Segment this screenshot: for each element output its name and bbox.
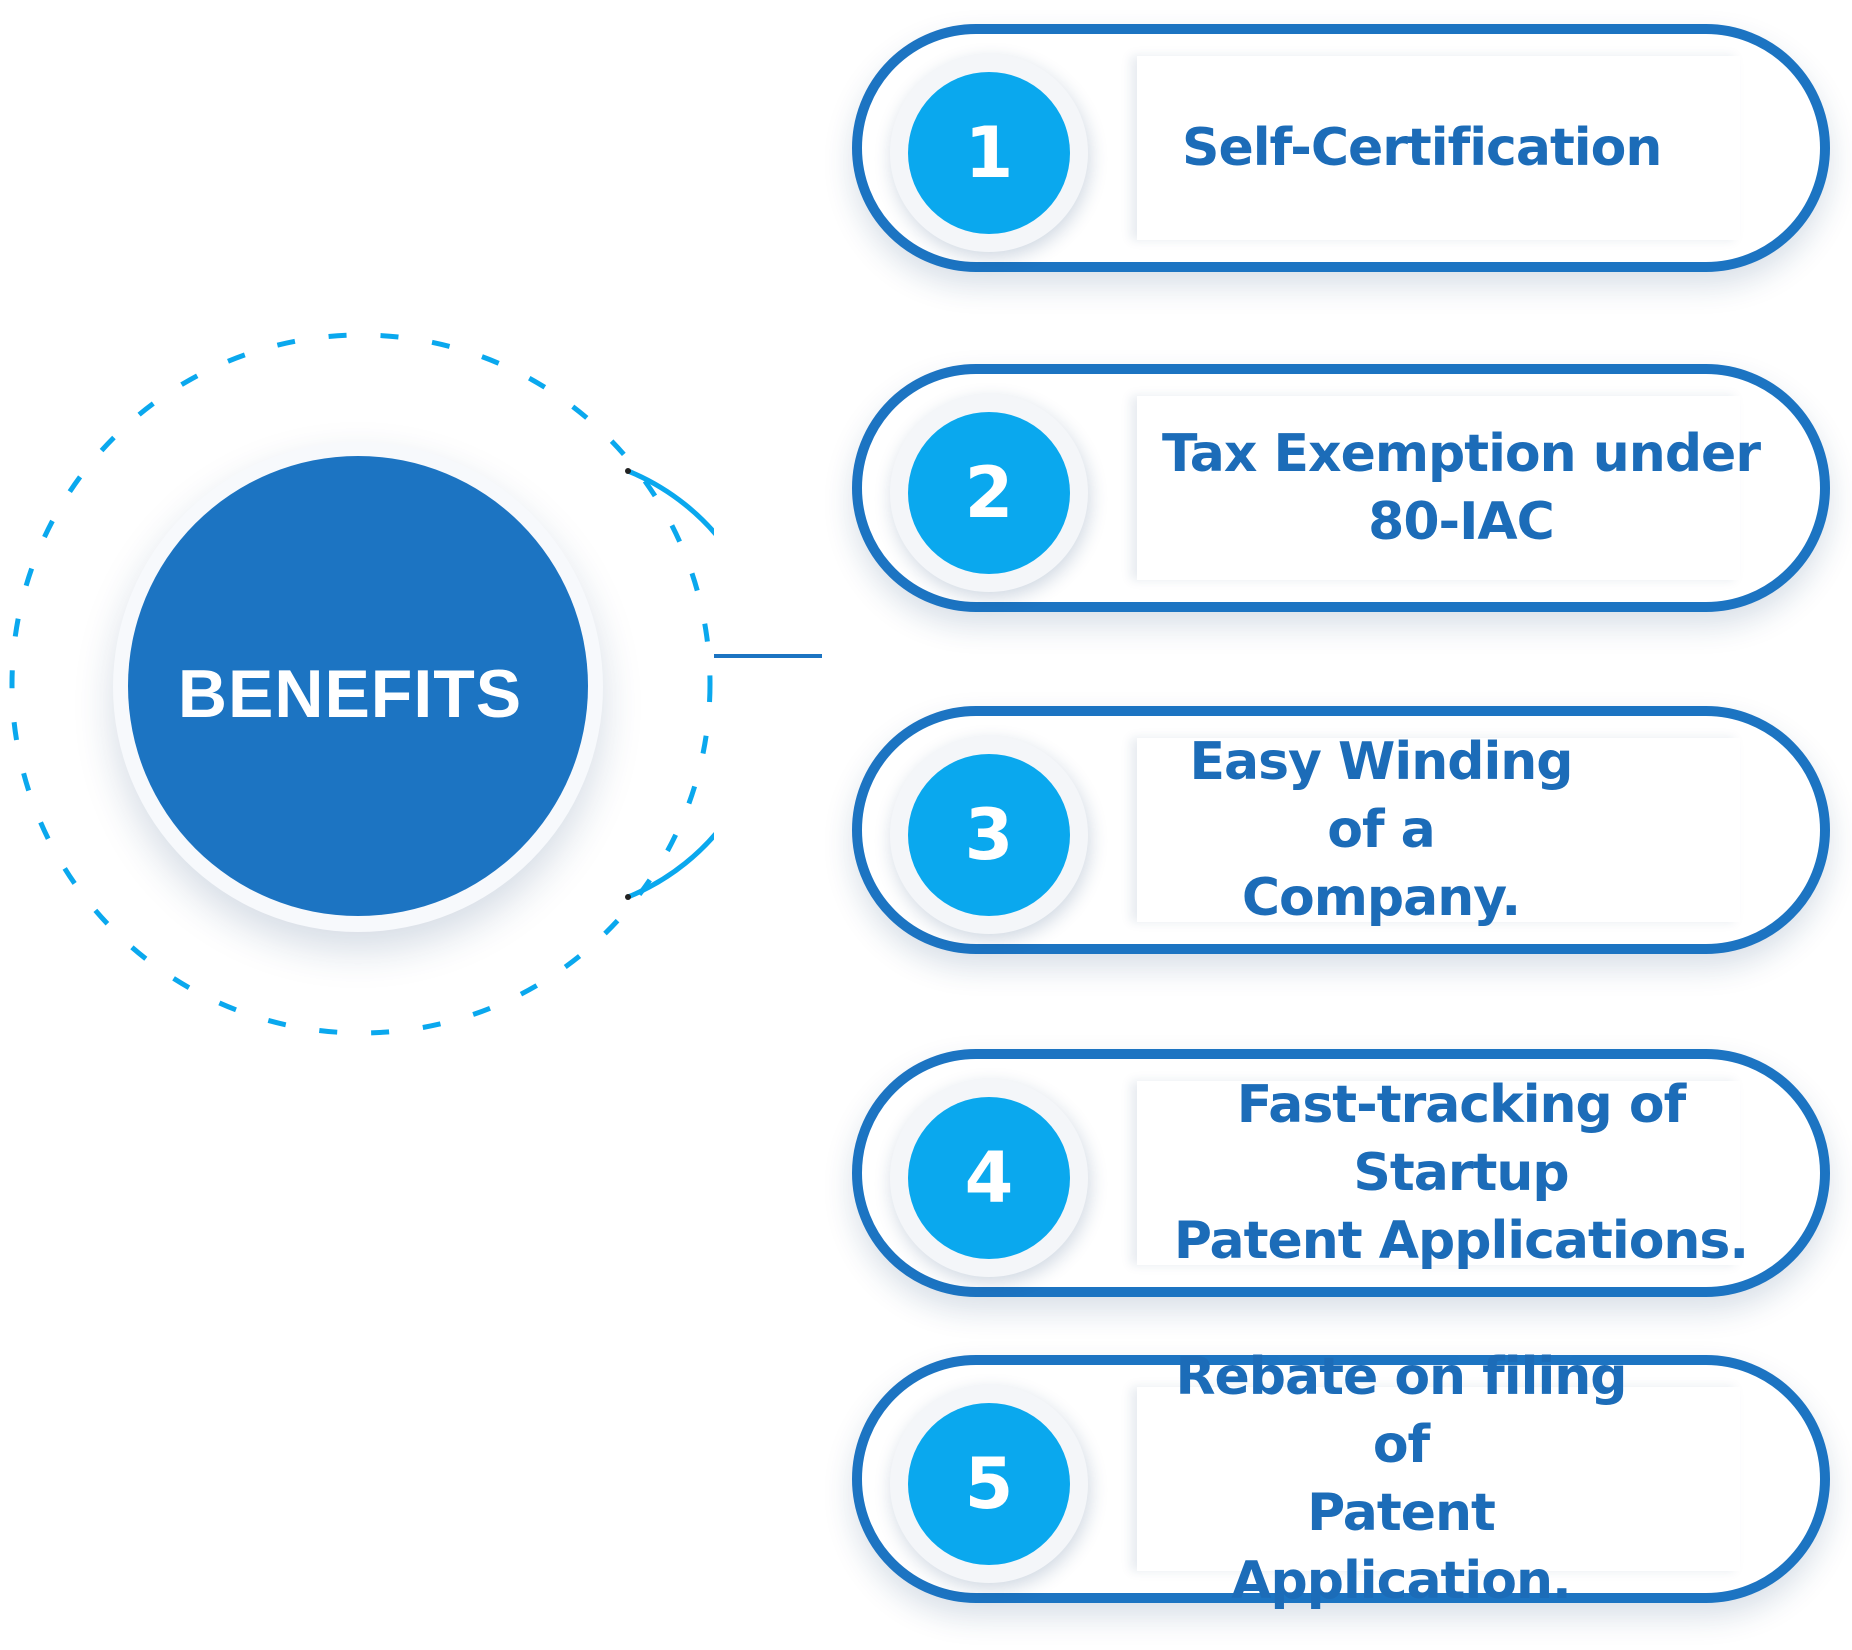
benefit-card-panel: [1137, 738, 1740, 922]
badge-number: 1: [964, 112, 1014, 194]
hub-ring: [9, 332, 714, 1036]
hub-title: BENEFITS: [177, 656, 523, 732]
number-badge: 3: [908, 754, 1070, 916]
badge-number: 5: [964, 1443, 1014, 1525]
hub-circle: BENEFITS: [128, 456, 588, 916]
benefit-card-panel: [1137, 396, 1740, 580]
benefit-label: Easy Winding of a Company.: [1189, 732, 1573, 928]
hub-connector-line: [714, 654, 822, 658]
hub-arc-end-top: [625, 468, 631, 474]
hub-arc-end-bottom: [625, 894, 631, 900]
number-badge: 5: [908, 1403, 1070, 1565]
number-badge: 2: [908, 412, 1070, 574]
badge-number: 3: [964, 794, 1014, 876]
hub-dashed-ring: [9, 332, 713, 1036]
benefit-card-5: 5 Rebate on filing of Patent Application…: [852, 1347, 1830, 1611]
benefit-label: Tax Exemption under 80-IAC: [1162, 424, 1761, 552]
benefit-label: Fast-tracking of Startup Patent Applicat…: [1173, 1075, 1749, 1271]
benefit-label: Self-Certification: [1182, 118, 1662, 178]
benefit-card-4: 4 Fast-tracking of Startup Patent Applic…: [852, 1049, 1830, 1297]
number-badge: 4: [908, 1097, 1070, 1259]
benefit-card-panel: [1137, 1081, 1740, 1265]
badge-number: 4: [964, 1137, 1014, 1219]
badge-number: 2: [964, 452, 1014, 534]
benefit-card-3: 3 Easy Winding of a Company.: [852, 706, 1830, 954]
benefit-card-2: 2 Tax Exemption under 80-IAC: [852, 364, 1830, 612]
number-badge: 1: [908, 72, 1070, 234]
benefit-card-panel: [1137, 1387, 1740, 1571]
benefit-card-panel: [1137, 56, 1740, 240]
benefit-label: Rebate on filing of Patent Application.: [1175, 1347, 1627, 1611]
benefit-card-1: 1 Self-Certification: [852, 24, 1830, 272]
hub-accent-arc: [627, 468, 714, 900]
